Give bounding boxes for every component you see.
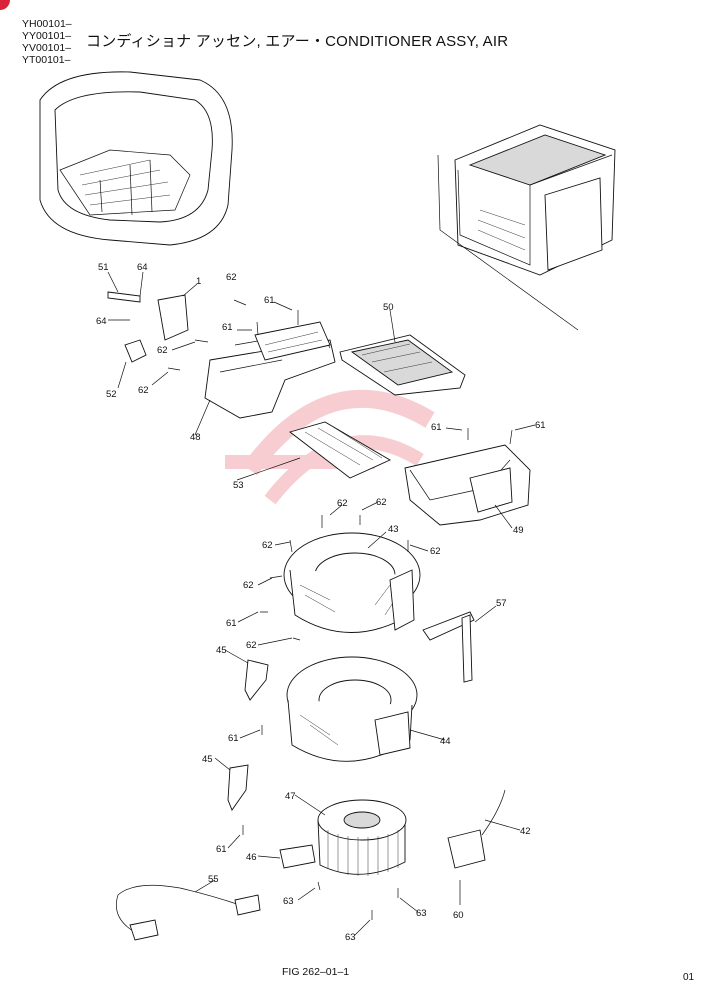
page-title: コンディショナ アッセン, エアー・CONDITIONER ASSY, AIR bbox=[86, 33, 509, 50]
page-number: 01 bbox=[683, 972, 695, 983]
callout-label: 61 bbox=[216, 844, 227, 855]
serial-number: YH00101– bbox=[22, 18, 72, 30]
wire-harness bbox=[481, 789, 506, 836]
unit-assembled-illustration bbox=[454, 124, 616, 276]
callout-label: 61 bbox=[226, 618, 237, 629]
wire-harness bbox=[116, 884, 241, 936]
callout-label: 51 bbox=[98, 262, 109, 273]
leader-lines bbox=[107, 271, 536, 936]
callout-label: 61 bbox=[264, 295, 275, 306]
callout-label: 62 bbox=[138, 385, 149, 396]
callout-label: 53 bbox=[233, 480, 244, 491]
callout-label: 62 bbox=[430, 546, 441, 557]
gasket-part bbox=[422, 611, 475, 641]
callout-label: 47 bbox=[285, 791, 296, 802]
fan-housing-upper-part bbox=[283, 532, 421, 633]
connector-part bbox=[129, 919, 159, 941]
bracket-part bbox=[244, 659, 269, 701]
cab-overview-illustration bbox=[39, 71, 233, 246]
figure-number: FIG 262–01–1 bbox=[282, 966, 350, 978]
callout-label: 62 bbox=[243, 580, 254, 591]
callout-label: 46 bbox=[246, 852, 257, 863]
callout-label: 55 bbox=[208, 874, 219, 885]
callout-labels: 51 64 1 64 52 62 62 62 48 61 61 50 61 61… bbox=[96, 262, 546, 943]
lower-case-part bbox=[404, 444, 531, 526]
callout-label: 42 bbox=[520, 826, 531, 837]
callout-label: 62 bbox=[157, 345, 168, 356]
callout-label: 62 bbox=[262, 540, 273, 551]
air-filter-part bbox=[289, 421, 391, 479]
callout-label: 48 bbox=[190, 432, 201, 443]
callout-label: 63 bbox=[416, 908, 427, 919]
callout-label: 62 bbox=[337, 498, 348, 509]
callout-label: 50 bbox=[383, 302, 394, 313]
resistor-part bbox=[447, 829, 486, 869]
callout-label: 43 bbox=[388, 524, 399, 535]
callout-label: 62 bbox=[376, 497, 387, 508]
gasket-part bbox=[461, 614, 473, 683]
callout-label: 45 bbox=[202, 754, 213, 765]
callout-label: 44 bbox=[440, 736, 451, 747]
filter-cover-part bbox=[339, 334, 466, 396]
callout-label: 62 bbox=[226, 272, 237, 283]
callout-label: 61 bbox=[222, 322, 233, 333]
upper-case-part bbox=[204, 321, 336, 419]
callout-label: 45 bbox=[216, 645, 227, 656]
hose-part bbox=[279, 844, 316, 869]
serial-number: YT00101– bbox=[22, 54, 71, 66]
callout-label: 62 bbox=[246, 640, 257, 651]
leader-line bbox=[437, 154, 579, 331]
serial-number: YY00101– bbox=[22, 30, 72, 42]
fan-housing-lower-part bbox=[286, 656, 418, 762]
callout-label: 64 bbox=[96, 316, 107, 327]
callout-label: 63 bbox=[345, 932, 356, 943]
link-part bbox=[107, 291, 141, 303]
callout-label: 61 bbox=[535, 420, 546, 431]
callout-label: 1 bbox=[196, 276, 201, 287]
bracket-part bbox=[227, 764, 249, 811]
serial-number: YV00101– bbox=[22, 42, 72, 54]
screw-set bbox=[167, 299, 513, 920]
callout-label: 61 bbox=[431, 422, 442, 433]
callout-label: 64 bbox=[137, 262, 148, 273]
callout-label: 57 bbox=[496, 598, 507, 609]
callout-label: 49 bbox=[513, 525, 524, 536]
callout-label: 60 bbox=[453, 910, 464, 921]
blower-motor-part bbox=[317, 799, 407, 876]
callout-label: 63 bbox=[283, 896, 294, 907]
bracket-part bbox=[157, 294, 189, 341]
clip-part bbox=[124, 339, 147, 363]
connector-part bbox=[234, 894, 261, 916]
callout-label: 61 bbox=[228, 733, 239, 744]
callout-label: 52 bbox=[106, 389, 117, 400]
corner-marker bbox=[0, 0, 10, 10]
